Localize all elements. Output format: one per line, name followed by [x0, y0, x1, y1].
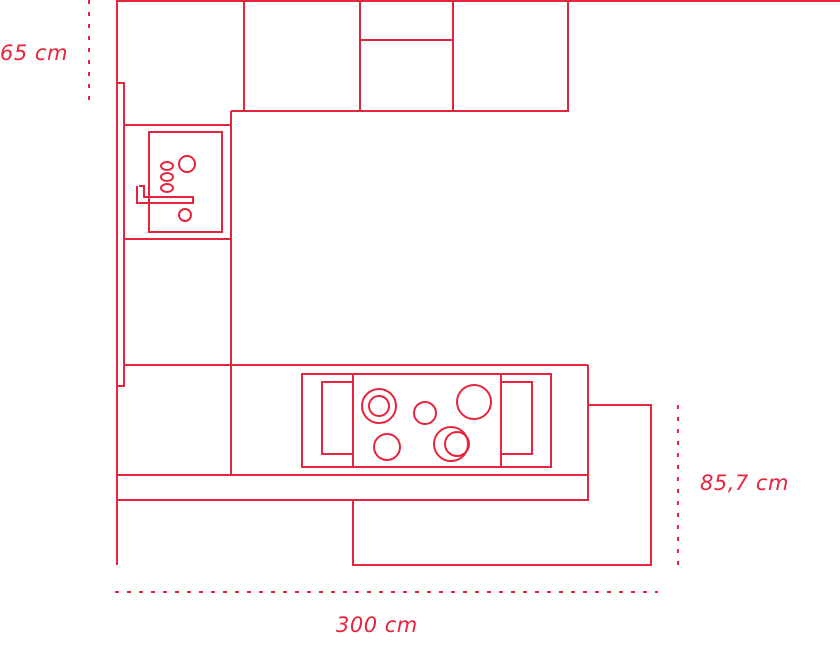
- pan-overlay-icon: [444, 431, 470, 457]
- island-outline: [352, 404, 652, 566]
- burner-small-icon: [413, 401, 437, 425]
- sink-tap-knob-1: [160, 161, 174, 171]
- sink-tap-knob-3: [160, 183, 174, 193]
- bottom-counter-outline: [117, 365, 589, 501]
- sink-drain-icon: [178, 155, 196, 173]
- top-cabinet-1: [243, 0, 361, 112]
- cooktop: [301, 373, 552, 468]
- sink-basin: [148, 131, 223, 233]
- top-cabinet-2: [359, 0, 454, 112]
- sink-faucet-icon: [136, 185, 194, 204]
- sink: [136, 131, 223, 233]
- sink-tap-knob-2: [160, 172, 174, 182]
- burner-large-inner-icon: [368, 395, 390, 417]
- burner-bottom-right-icon: [433, 426, 469, 462]
- left-counter-edge: [124, 124, 232, 475]
- cooktop-right-panel: [500, 381, 533, 455]
- left-backsplash: [116, 82, 125, 387]
- burner-bottom-left-icon: [373, 433, 401, 461]
- burner-large-outer-icon: [361, 388, 397, 424]
- burner-right-icon: [456, 384, 492, 420]
- top-cabinet-3: [452, 0, 569, 112]
- dimension-label-depth-island: 85,7 cm: [700, 471, 789, 495]
- dimension-label-depth-upper: 65 cm: [0, 41, 68, 65]
- dimension-label-width: 300 cm: [336, 613, 418, 637]
- sink-secondary-drain-icon: [178, 208, 192, 222]
- left-counter: [116, 82, 588, 475]
- cooktop-left-panel: [321, 381, 354, 455]
- bottom-counter: [117, 365, 589, 501]
